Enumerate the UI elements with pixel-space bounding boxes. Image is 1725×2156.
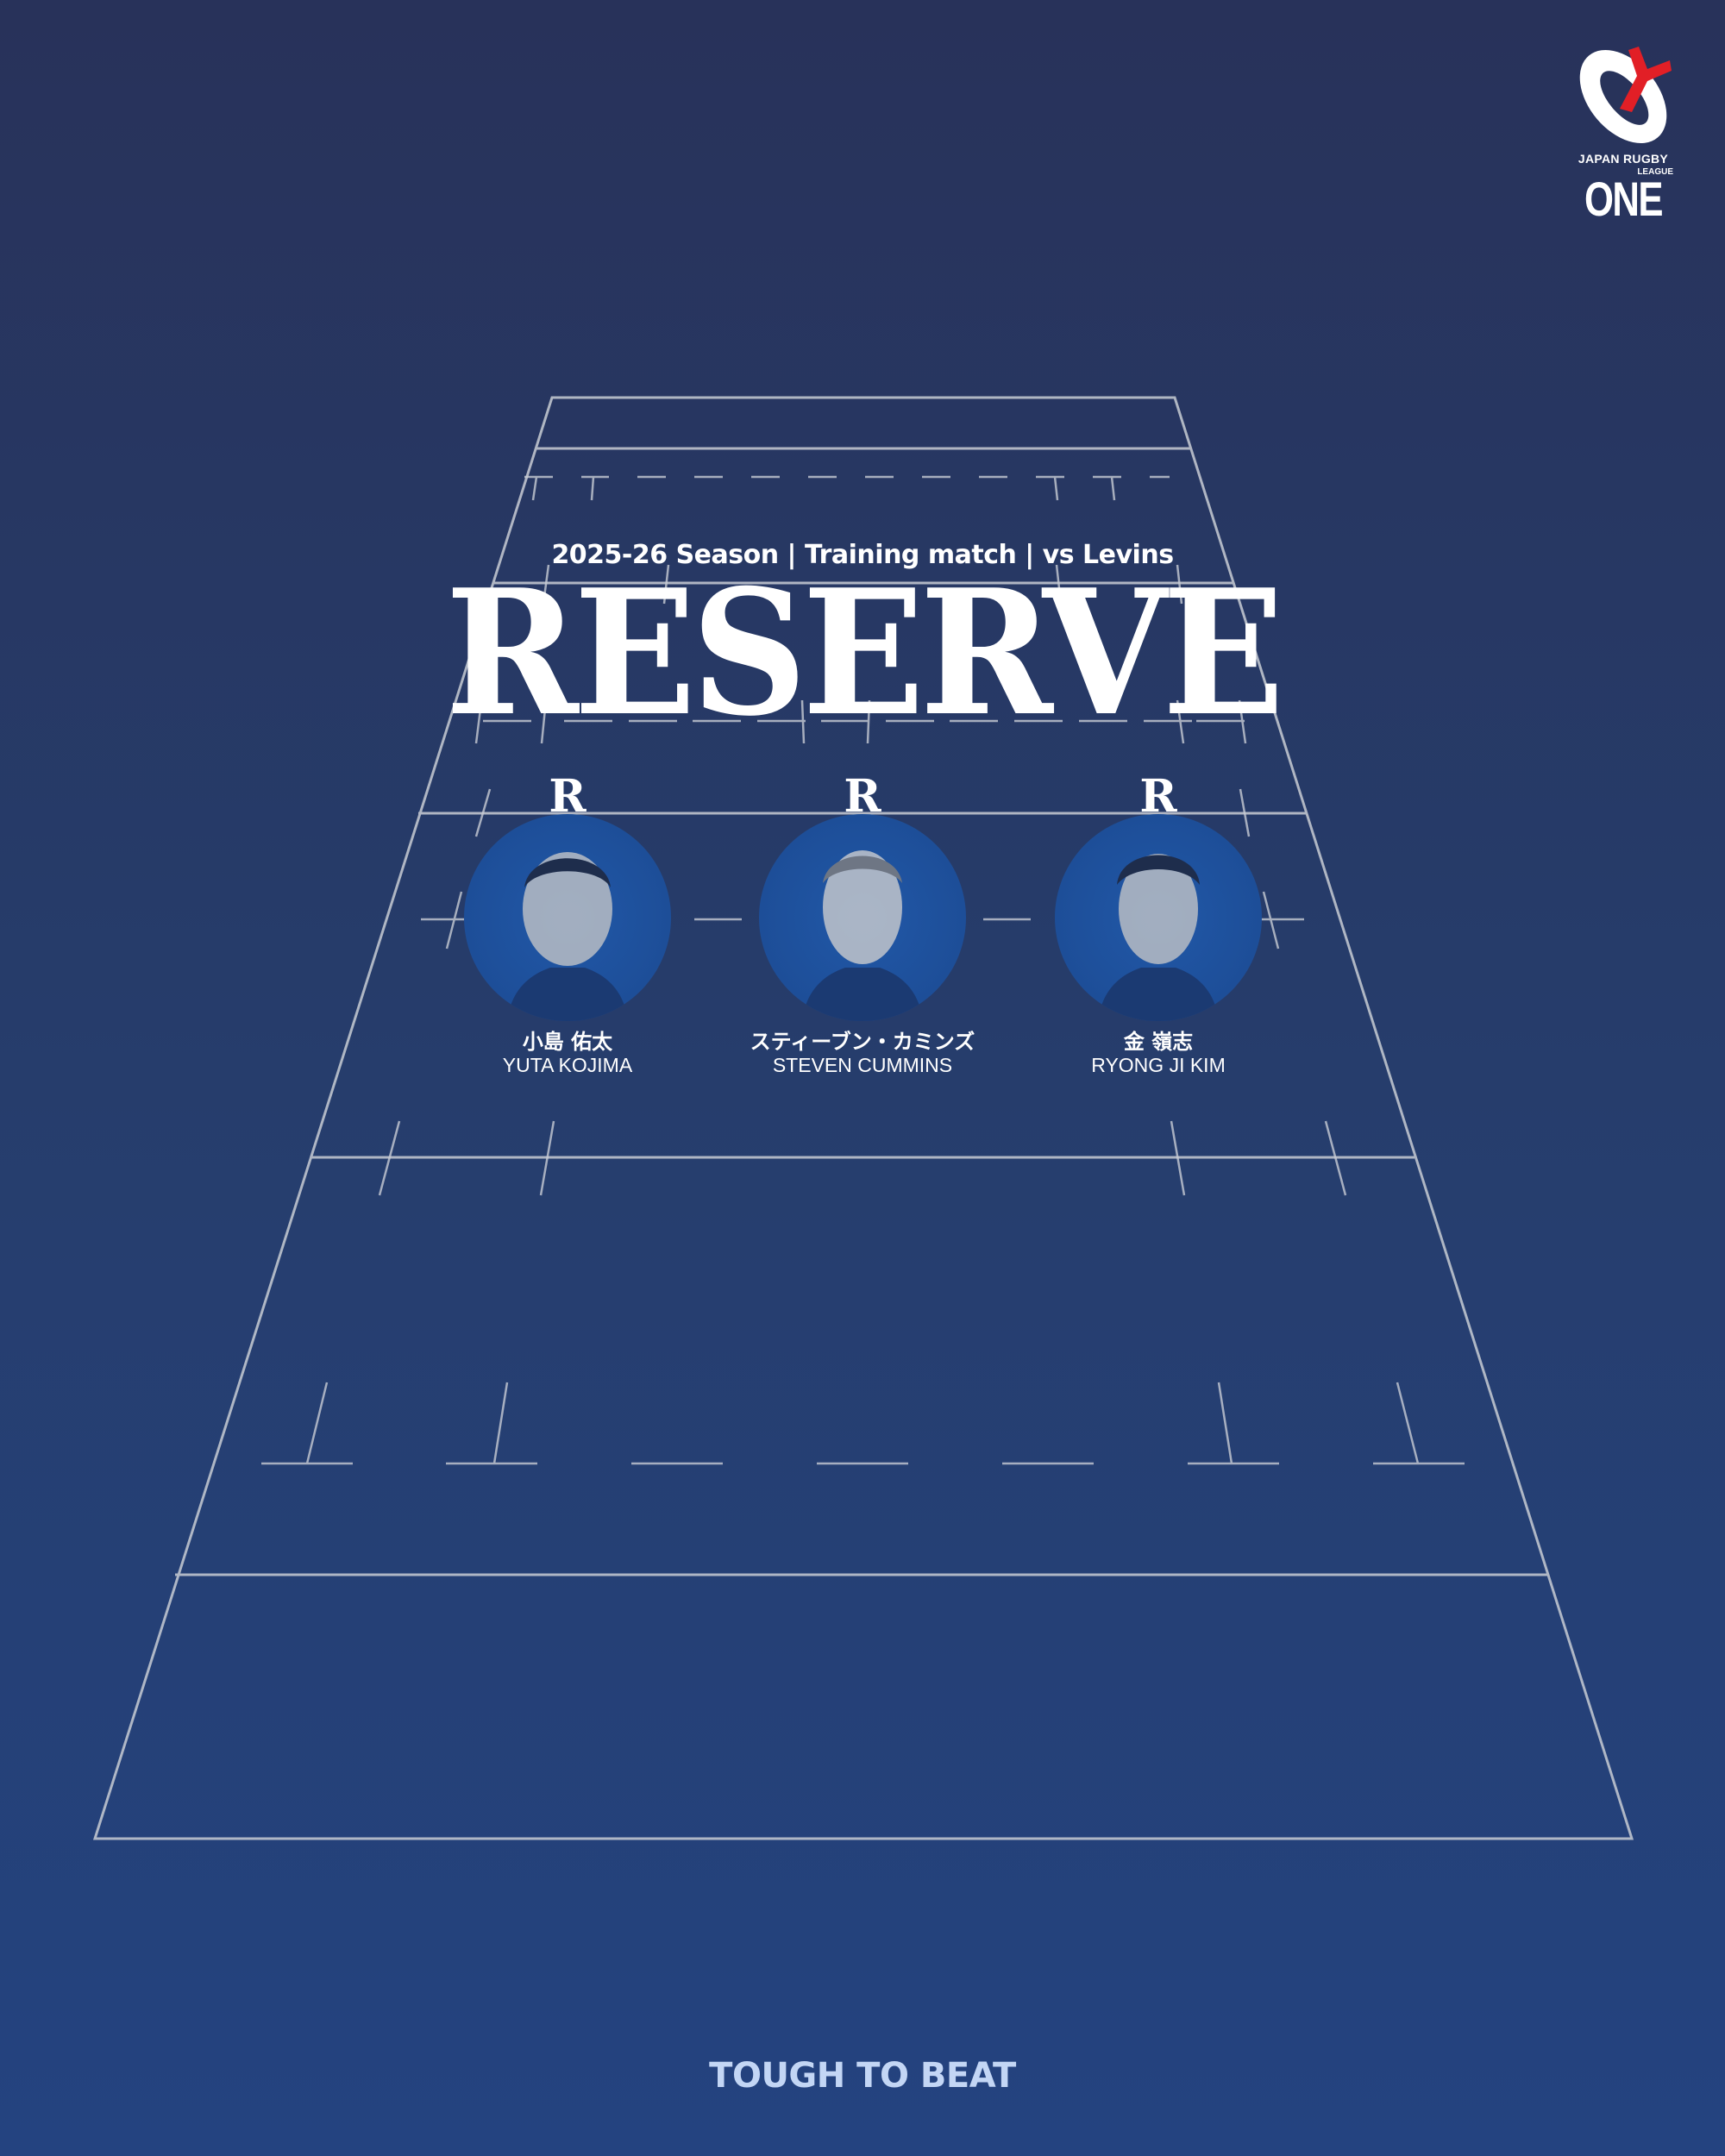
footer-tagline: TOUGH TO BEAT — [709, 2056, 1016, 2096]
player-photo — [759, 814, 966, 1021]
player-card: R 金 嶺志 RYONG JI KIM — [1029, 774, 1288, 1076]
page-title: RESERVE — [445, 552, 1284, 755]
logo-text-japan-rugby: JAPAN RUGBY — [1578, 152, 1669, 166]
player-card: R スティーブン・カミンズ STEVEN CUMMINS — [733, 770, 992, 1077]
field-boundary — [92, 396, 1634, 1840]
position-label: R — [1139, 770, 1177, 823]
player-card: R 小島 佑太 YUTA KOJIMA — [438, 774, 697, 1076]
logo-text-league: LEAGUE — [1637, 167, 1673, 177]
league-logo: JAPAN RUGBY LEAGUE ONE — [1568, 41, 1678, 228]
player-name-en: STEVEN CUMMINS — [772, 1054, 953, 1076]
player-silhouette-icon — [507, 852, 628, 1021]
player-silhouette-icon — [802, 850, 923, 1021]
player-name-jp: 金 嶺志 — [1123, 1030, 1194, 1054]
rugby-ball-icon — [1579, 47, 1672, 144]
player-name-en: RYONG JI KIM — [1091, 1054, 1226, 1076]
player-name-en: YUTA KOJIMA — [502, 1054, 633, 1076]
player-name-jp: スティーブン・カミンズ — [750, 1030, 975, 1054]
logo-text-one: ONE — [1584, 172, 1664, 226]
player-silhouette-icon — [1098, 854, 1219, 1021]
match-subtitle: 2025-26 Season | Training match | vs Lev… — [551, 540, 1174, 570]
player-photo — [1055, 814, 1262, 1021]
position-label: R — [844, 770, 881, 823]
position-label: R — [549, 770, 586, 823]
player-photo — [464, 814, 671, 1021]
player-name-jp: 小島 佑太 — [522, 1030, 613, 1054]
